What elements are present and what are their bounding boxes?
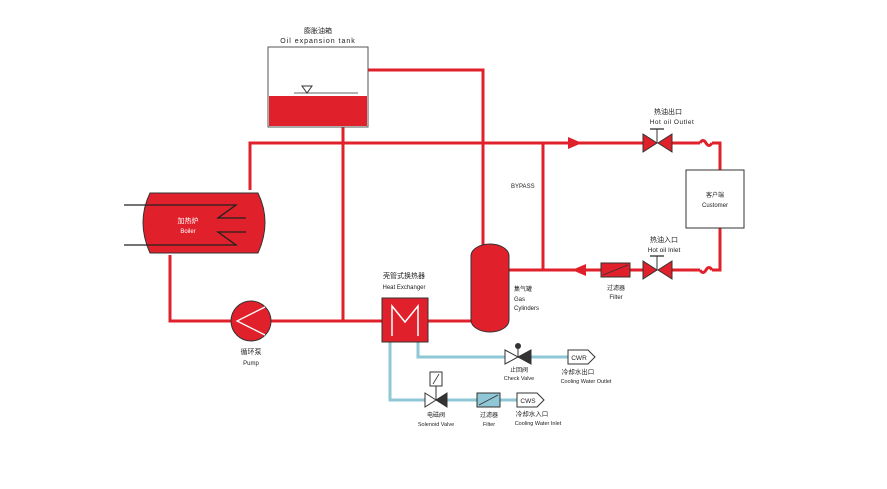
- pump-symbol: [235, 306, 266, 336]
- gas-cylinder-label-en-1: Gas: [514, 297, 525, 303]
- check-valve-label-en: Check Valve: [504, 376, 534, 382]
- cwr-tag: [567, 349, 596, 365]
- cwr-label: CWR: [571, 355, 587, 362]
- outlet-valve-left: [642, 133, 658, 153]
- cooling-inlet-label-cn: 冷却水入口: [516, 409, 549, 418]
- customer-label-cn: 客户端: [706, 191, 724, 199]
- tank-level-marker: [301, 85, 313, 94]
- return-flow-arrow: [572, 264, 586, 276]
- solenoid-valve: [424, 371, 448, 408]
- pump-body: [230, 300, 272, 342]
- solenoid-valve-right: [435, 392, 448, 408]
- gas-cylinder-label-cn: 集气罐: [514, 285, 532, 293]
- oil-filter-label-cn: 过滤器: [607, 284, 625, 292]
- expansion-tank-label-en: Oil expansion tank: [280, 38, 356, 45]
- heat-exchanger: [381, 297, 429, 343]
- expansion-tank-label-cn: 膨胀油箱: [304, 26, 332, 35]
- solenoid-valve-left: [424, 392, 437, 408]
- bypass-label: BYPASS: [511, 184, 535, 190]
- heat-exchanger-label-en: Heat Exchanger: [382, 285, 425, 291]
- cooling-outlet-label-en: Cooling Water Outlet: [561, 379, 612, 385]
- exchanger-coil: [391, 303, 419, 336]
- supply-to-customer-right: [712, 141, 722, 170]
- hot-oil-outlet-label-en: Hot oil Outlet: [650, 119, 695, 126]
- check-valve: [504, 343, 532, 365]
- supply-flex-hose: [698, 139, 714, 147]
- pump-loop-pipe: [168, 255, 232, 323]
- solenoid-valve-label-cn: 电磁阀: [427, 411, 445, 419]
- pump-label-cn: 循环泵: [241, 347, 262, 356]
- water-filter-label-cn: 过滤器: [480, 411, 498, 419]
- oil-filter: [600, 262, 631, 278]
- return-flex-hose: [698, 266, 714, 274]
- check-valve-knob: [515, 343, 521, 349]
- oil-filter-label-en: Filter: [609, 295, 622, 301]
- hot-oil-inlet-label-cn: 热油入口: [650, 235, 678, 244]
- tank-oil-level: [269, 96, 367, 126]
- gas-cylinder: [470, 243, 510, 333]
- cooling-inlet-label-en: Cooling Water Inlet: [515, 421, 562, 427]
- boiler-coil-bottom: [124, 231, 246, 246]
- check-valve-right: [516, 349, 532, 365]
- pump: [230, 300, 272, 342]
- inlet-valve-left: [642, 260, 658, 280]
- tank-return-pipe: [368, 68, 485, 263]
- heat-exchanger-label-cn: 壳管式换热器: [383, 271, 425, 280]
- oil-expansion-tank: [267, 46, 369, 128]
- boiler: [124, 192, 266, 254]
- boiler-body: [142, 192, 266, 254]
- hot-oil-inlet-valve: [642, 255, 673, 280]
- check-valve-left: [504, 349, 520, 365]
- water-filter-mesh: [478, 394, 499, 406]
- cooling-outlet-pipe: [416, 342, 505, 359]
- hot-oil-inlet-label-en: Hot oil Inlet: [648, 247, 681, 254]
- exchanger-body: [381, 297, 429, 343]
- customer-label-en: Customer: [702, 203, 728, 209]
- cooling-outlet-label-cn: 冷却水出口: [562, 367, 595, 376]
- pump-label-en: Pump: [243, 361, 259, 367]
- inlet-valve-right: [657, 260, 673, 280]
- water-filter-label-en: Filter: [483, 422, 495, 428]
- oil-filter-mesh: [602, 264, 629, 276]
- solenoid-valve-label-en: Solenoid Valve: [418, 422, 454, 428]
- supply-main-pipe: [248, 141, 643, 190]
- gas-cylinder-body: [470, 243, 510, 333]
- boiler-label-cn: 加热炉: [178, 216, 199, 225]
- hot-oil-outlet-valve: [642, 128, 673, 153]
- return-from-customer-right: [712, 228, 722, 272]
- cooling-inlet-pipe: [388, 342, 425, 402]
- water-piping: [388, 342, 568, 402]
- outlet-valve-right: [657, 133, 673, 153]
- boiler-label-en: Boiler: [180, 229, 195, 235]
- cws-label: CWS: [520, 398, 536, 405]
- supply-flow-arrow: [568, 137, 582, 149]
- hot-oil-outlet-label-cn: 热油出口: [654, 107, 682, 116]
- boiler-coil-top: [124, 204, 246, 219]
- solenoid-coil-mark: [432, 373, 440, 385]
- gas-cylinder-label-en-2: Cylinders: [514, 306, 539, 312]
- water-filter: [476, 392, 501, 408]
- check-valve-label-cn: 止回阀: [510, 366, 528, 374]
- cws-tag: [516, 392, 545, 408]
- customer-box: [685, 169, 745, 229]
